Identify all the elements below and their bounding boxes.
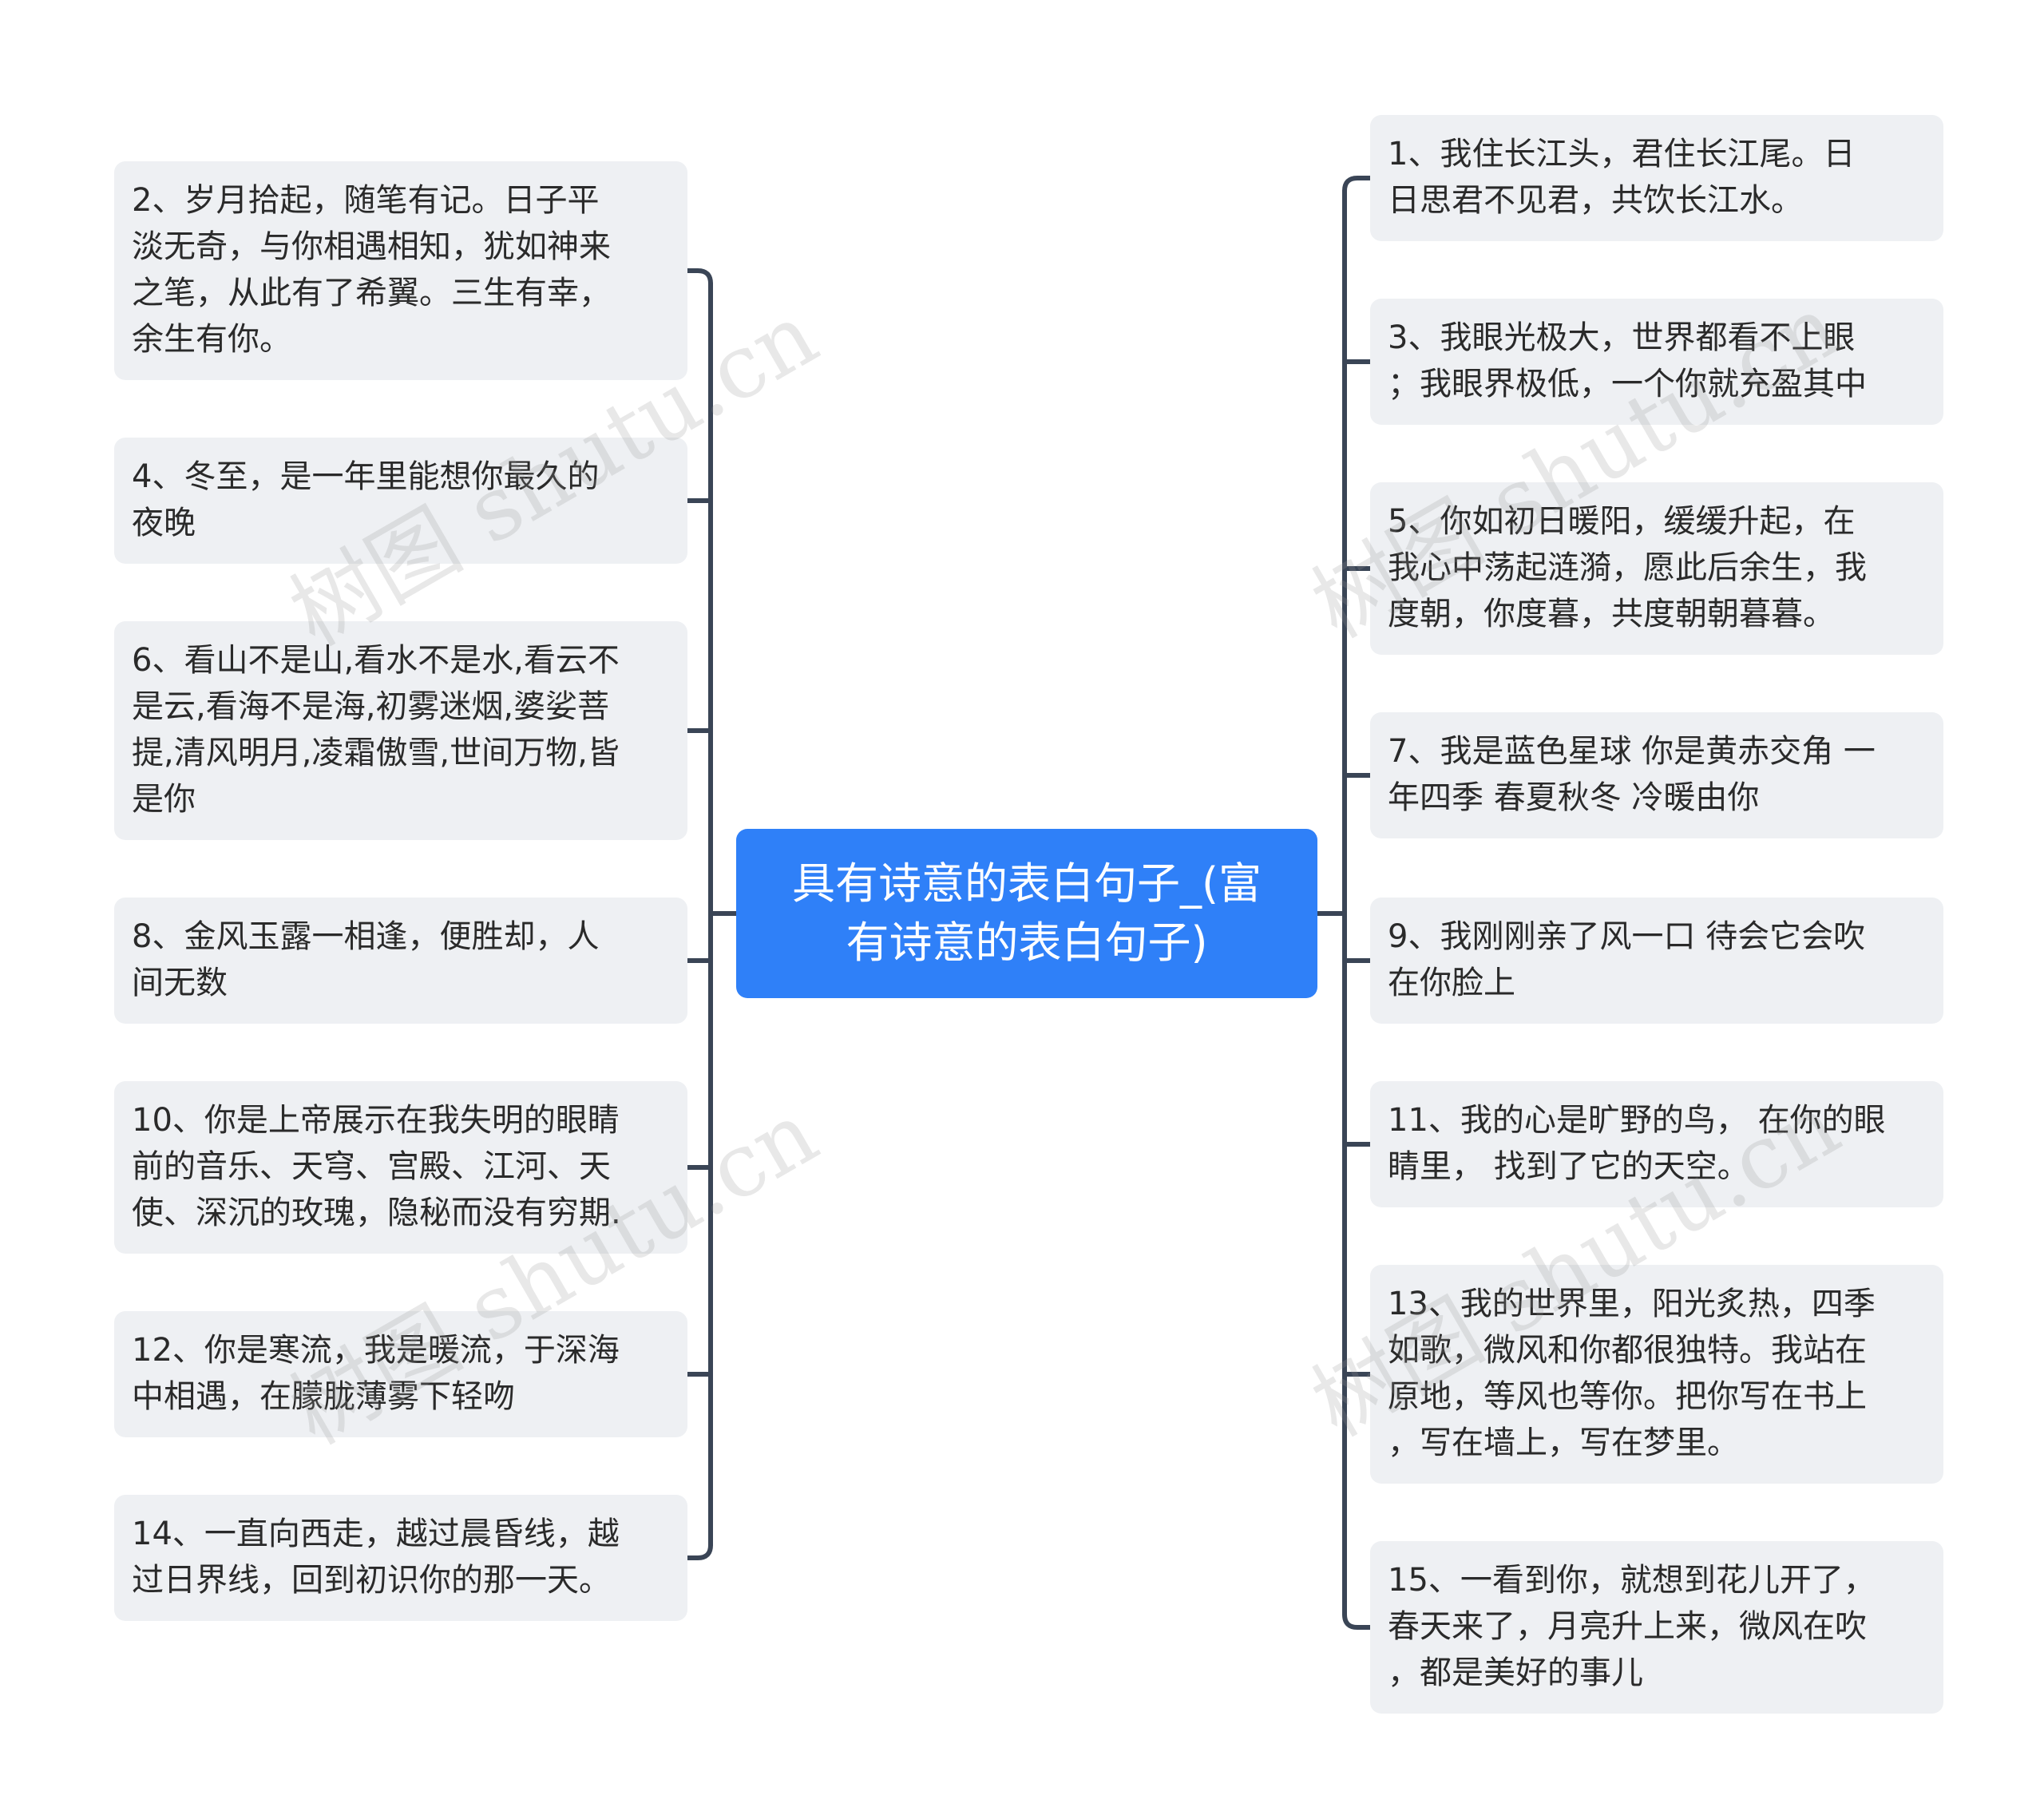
right-branch-node-15[interactable]: 15、一看到你，就想到花儿开了， 春天来了，月亮升上来，微风在吹 ，都是美好的事… xyxy=(1370,1541,1943,1714)
left-branch-node-4[interactable]: 4、冬至，是一年里能想你最久的 夜晚 xyxy=(114,438,687,564)
right-branch-node-7[interactable]: 7、我是蓝色星球 你是黄赤交角 一 年四季 春夏秋冬 冷暖由你 xyxy=(1370,712,1943,838)
left-branch-node-8[interactable]: 8、金风玉露一相逢，便胜却，人 间无数 xyxy=(114,898,687,1024)
left-branch-node-12[interactable]: 12、你是寒流，我是暖流，于深海 中相遇，在朦胧薄雾下轻吻 xyxy=(114,1311,687,1437)
right-branch-node-5[interactable]: 5、你如初日暖阳，缓缓升起，在 我心中荡起涟漪，愿此后余生，我 度朝，你度暮，共… xyxy=(1370,482,1943,655)
left-branch-node-6[interactable]: 6、看山不是山,看水不是水,看云不 是云,看海不是海,初雾迷烟,婆娑菩 提,清风… xyxy=(114,621,687,840)
right-branch-node-13[interactable]: 13、我的世界里，阳光炙热，四季 如歌，微风和你都很独特。我站在 原地，等风也等… xyxy=(1370,1265,1943,1484)
right-branch-7 xyxy=(1342,1612,1373,1630)
left-branch-node-2[interactable]: 2、岁月拾起，随笔有记。日子平 淡无奇，与你相遇相知，犹如神来 之笔，从此有了希… xyxy=(114,161,687,380)
right-branch-0 xyxy=(1342,176,1373,193)
root-topic[interactable]: 具有诗意的表白句子_(富 有诗意的表白句子) xyxy=(736,829,1317,998)
right-branch-node-1[interactable]: 1、我住长江头，君住长江尾。日 日思君不见君，共饮长江水。 xyxy=(1370,115,1943,241)
right-branch-node-11[interactable]: 11、我的心是旷野的鸟， 在你的眼 睛里， 找到了它的天空。 xyxy=(1370,1081,1943,1207)
left-branch-node-14[interactable]: 14、一直向西走，越过晨昏线，越 过日界线，回到初识你的那一天。 xyxy=(114,1495,687,1621)
left-branch-0 xyxy=(685,268,713,286)
right-branch-node-3[interactable]: 3、我眼光极大，世界都看不上眼 ；我眼界极低，一个你就充盈其中 xyxy=(1370,299,1943,425)
left-branch-6 xyxy=(685,1543,713,1560)
left-branch-node-10[interactable]: 10、你是上帝展示在我失明的眼睛 前的音乐、天穹、宫殿、江河、天 使、深沉的玫瑰… xyxy=(114,1081,687,1254)
right-branch-node-9[interactable]: 9、我刚刚亲了风一口 待会它会吹 在你脸上 xyxy=(1370,898,1943,1024)
